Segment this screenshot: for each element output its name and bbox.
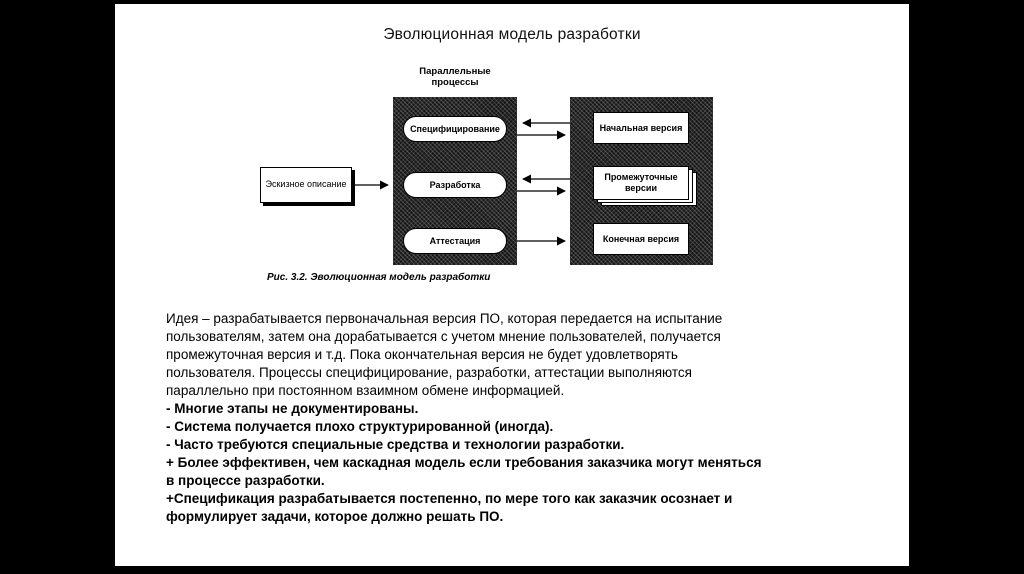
body-line: +Спецификация разрабатывается постепенно… [166, 491, 733, 506]
body-line: пользователя. Процессы специфицирование,… [166, 365, 692, 380]
body-text: Идея – разрабатывается первоначальная ве… [166, 310, 896, 526]
figure-caption: Рис. 3.2. Эволюционная модель разработки [267, 272, 491, 283]
body-line: + Более эффективен, чем каскадная модель… [166, 455, 762, 470]
body-line: в процессе разработки. [166, 473, 325, 488]
body-line: пользователям, затем она дорабатывается … [166, 329, 721, 344]
body-line: - Многие этапы не документированы. [166, 401, 419, 416]
body-line: параллельно при постоянном взаимном обме… [166, 383, 565, 398]
parallel-processes-label: Параллельные процессы [419, 66, 491, 89]
body-line: - Часто требуются специальные средства и… [166, 437, 625, 452]
slide-title: Эволюционная модель разработки [383, 26, 641, 43]
process-validation: Аттестация [403, 228, 507, 254]
body-line: Идея – разрабатывается первоначальная ве… [166, 311, 723, 326]
process-development: Разработка [403, 172, 507, 198]
body-line: промежуточная версия и т.д. Пока окончат… [166, 347, 678, 362]
process-specification: Специфицирование [403, 116, 507, 142]
presentation-slide: Эволюционная модель разработки Параллель… [115, 4, 909, 566]
body-line: - Система получается плохо структурирова… [166, 419, 554, 434]
version-final: Конечная версия [593, 223, 689, 255]
version-initial: Начальная версия [593, 112, 689, 144]
sketch-description-box: Эскизное описание [260, 167, 352, 203]
version-intermediate: Промежуточные версии [593, 166, 689, 200]
body-line: формулирует задачи, которое должно решат… [166, 509, 504, 524]
